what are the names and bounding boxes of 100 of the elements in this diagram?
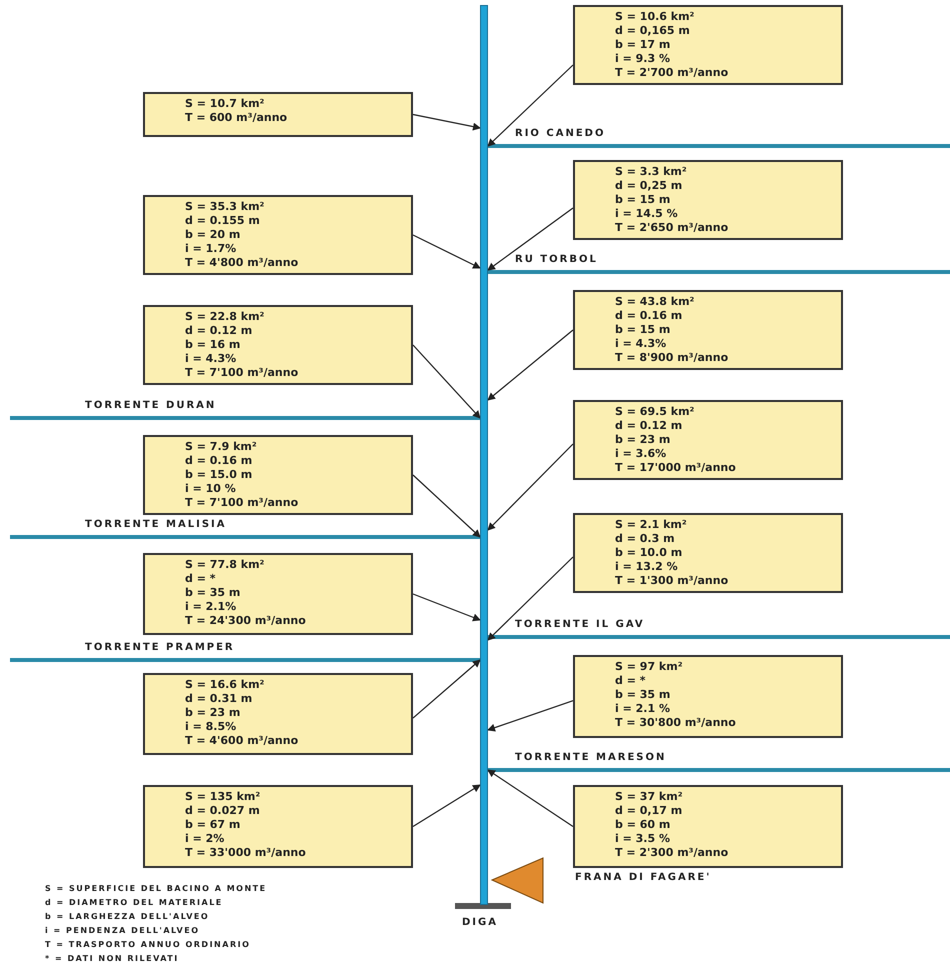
leader-line: [487, 330, 574, 401]
leader-line: [412, 784, 481, 827]
data-box: [573, 160, 843, 240]
data-line: S = 7.9 km²: [185, 440, 258, 454]
data-line: b = 15 m: [615, 323, 672, 337]
data-line: i = 3.5 %: [615, 832, 671, 846]
data-box: [143, 553, 413, 635]
data-line: i = 2.1 %: [615, 702, 671, 716]
data-box: [143, 92, 413, 137]
data-line: T = 1'300 m³/anno: [615, 574, 730, 588]
river-name: RU TORBOL: [515, 254, 598, 265]
data-line: d = 0.3 m: [615, 532, 676, 546]
data-line: i = 1.7%: [185, 242, 238, 256]
data-line: d = 0.12 m: [615, 419, 684, 433]
data-line: T = 30'800 m³/anno: [615, 716, 737, 730]
river-name: TORRENTE DURAN: [85, 400, 216, 411]
leader-line: [412, 593, 481, 622]
data-box: [143, 195, 413, 275]
river-name: TORRENTE MALISIA: [85, 519, 227, 530]
data-line: b = 67 m: [185, 818, 242, 832]
leader-line: [412, 114, 481, 131]
data-box: [143, 673, 413, 755]
data-line: i = 4.3%: [615, 337, 668, 351]
river-name: TORRENTE IL GAV: [515, 619, 645, 630]
data-line: i = 14.5 %: [615, 207, 679, 221]
legend-text: * = DATI NON RILEVATI: [45, 954, 179, 963]
data-line: S = 69.5 km²: [615, 405, 696, 419]
data-line: T = 2'650 m³/anno: [615, 221, 730, 235]
data-box: [143, 305, 413, 385]
data-line: d = *: [185, 572, 217, 586]
data-line: b = 35 m: [185, 586, 242, 600]
data-line: b = 20 m: [185, 228, 242, 242]
data-line: i = 10 %: [185, 482, 237, 496]
data-line: T = 2'700 m³/anno: [615, 66, 730, 80]
data-box: [573, 785, 843, 868]
data-line: T = 8'900 m³/anno: [615, 351, 730, 365]
data-line: d = 0,165 m: [615, 24, 691, 38]
legend-text: d = DIAMETRO DEL MATERIALE: [45, 898, 223, 907]
data-line: b = 23 m: [185, 706, 242, 720]
data-line: S = 3.3 km²: [615, 165, 688, 179]
landslide-label: FRANA DI FAGARE': [575, 872, 712, 883]
data-line: T = 24'300 m³/anno: [185, 614, 307, 628]
leader-line: [487, 444, 574, 531]
data-box: [573, 513, 843, 593]
data-line: d = 0.155 m: [185, 214, 261, 228]
data-line: T = 33'000 m³/anno: [185, 846, 307, 860]
data-line: b = 17 m: [615, 38, 672, 52]
data-box: [573, 655, 843, 738]
legend-text: T = TRASPORTO ANNUO ORDINARIO: [45, 940, 250, 949]
data-line: S = 37 km²: [615, 790, 684, 804]
data-line: d = 0,17 m: [615, 804, 684, 818]
leader-line: [487, 208, 574, 271]
data-line: i = 2%: [185, 832, 226, 846]
leader-line: [487, 769, 574, 827]
data-line: d = 0,25 m: [615, 179, 684, 193]
data-line: i = 9.3 %: [615, 52, 671, 66]
river-name: TORRENTE MARESON: [515, 752, 666, 763]
data-line: S = 10.6 km²: [615, 10, 696, 24]
data-line: S = 16.6 km²: [185, 678, 266, 692]
data-line: b = 23 m: [615, 433, 672, 447]
leader-line: [487, 556, 574, 641]
data-box: [143, 785, 413, 868]
data-line: i = 2.1%: [185, 600, 238, 614]
data-line: i = 4.3%: [185, 352, 238, 366]
data-line: T = 7'100 m³/anno: [185, 366, 300, 380]
data-line: S = 77.8 km²: [185, 558, 266, 572]
data-line: S = 10.7 km²: [185, 97, 266, 111]
data-line: d = 0.31 m: [185, 692, 254, 706]
data-line: b = 10.0 m: [615, 546, 684, 560]
data-line: T = 600 m³/anno: [185, 111, 288, 125]
leader-line: [487, 64, 574, 147]
leader-line: [412, 344, 481, 419]
data-line: b = 16 m: [185, 338, 242, 352]
data-line: S = 2.1 km²: [615, 518, 688, 532]
data-line: T = 17'000 m³/anno: [615, 461, 737, 475]
leader-line: [487, 700, 574, 732]
data-line: T = 2'300 m³/anno: [615, 846, 730, 860]
data-line: b = 15.0 m: [185, 468, 254, 482]
leader-line: [412, 474, 481, 538]
data-line: d = *: [615, 674, 647, 688]
data-line: i = 13.2 %: [615, 560, 679, 574]
data-box: [143, 435, 413, 515]
river-name: TORRENTE PRAMPER: [85, 642, 235, 653]
data-line: d = 0.16 m: [615, 309, 684, 323]
data-line: S = 43.8 km²: [615, 295, 696, 309]
data-box: [573, 290, 843, 370]
data-line: T = 4'800 m³/anno: [185, 256, 300, 270]
river-name: RIO CANEDO: [515, 128, 606, 139]
data-line: b = 15 m: [615, 193, 672, 207]
data-line: S = 22.8 km²: [185, 310, 266, 324]
data-box: [573, 5, 843, 85]
data-line: b = 35 m: [615, 688, 672, 702]
data-line: S = 97 km²: [615, 660, 684, 674]
leader-line: [412, 234, 481, 269]
data-line: T = 4'600 m³/anno: [185, 734, 300, 748]
data-box: [573, 400, 843, 480]
dam-label: DIGA: [462, 917, 498, 928]
data-line: S = 135 km²: [185, 790, 262, 804]
data-line: T = 7'100 m³/anno: [185, 496, 300, 510]
leader-line: [412, 659, 481, 719]
